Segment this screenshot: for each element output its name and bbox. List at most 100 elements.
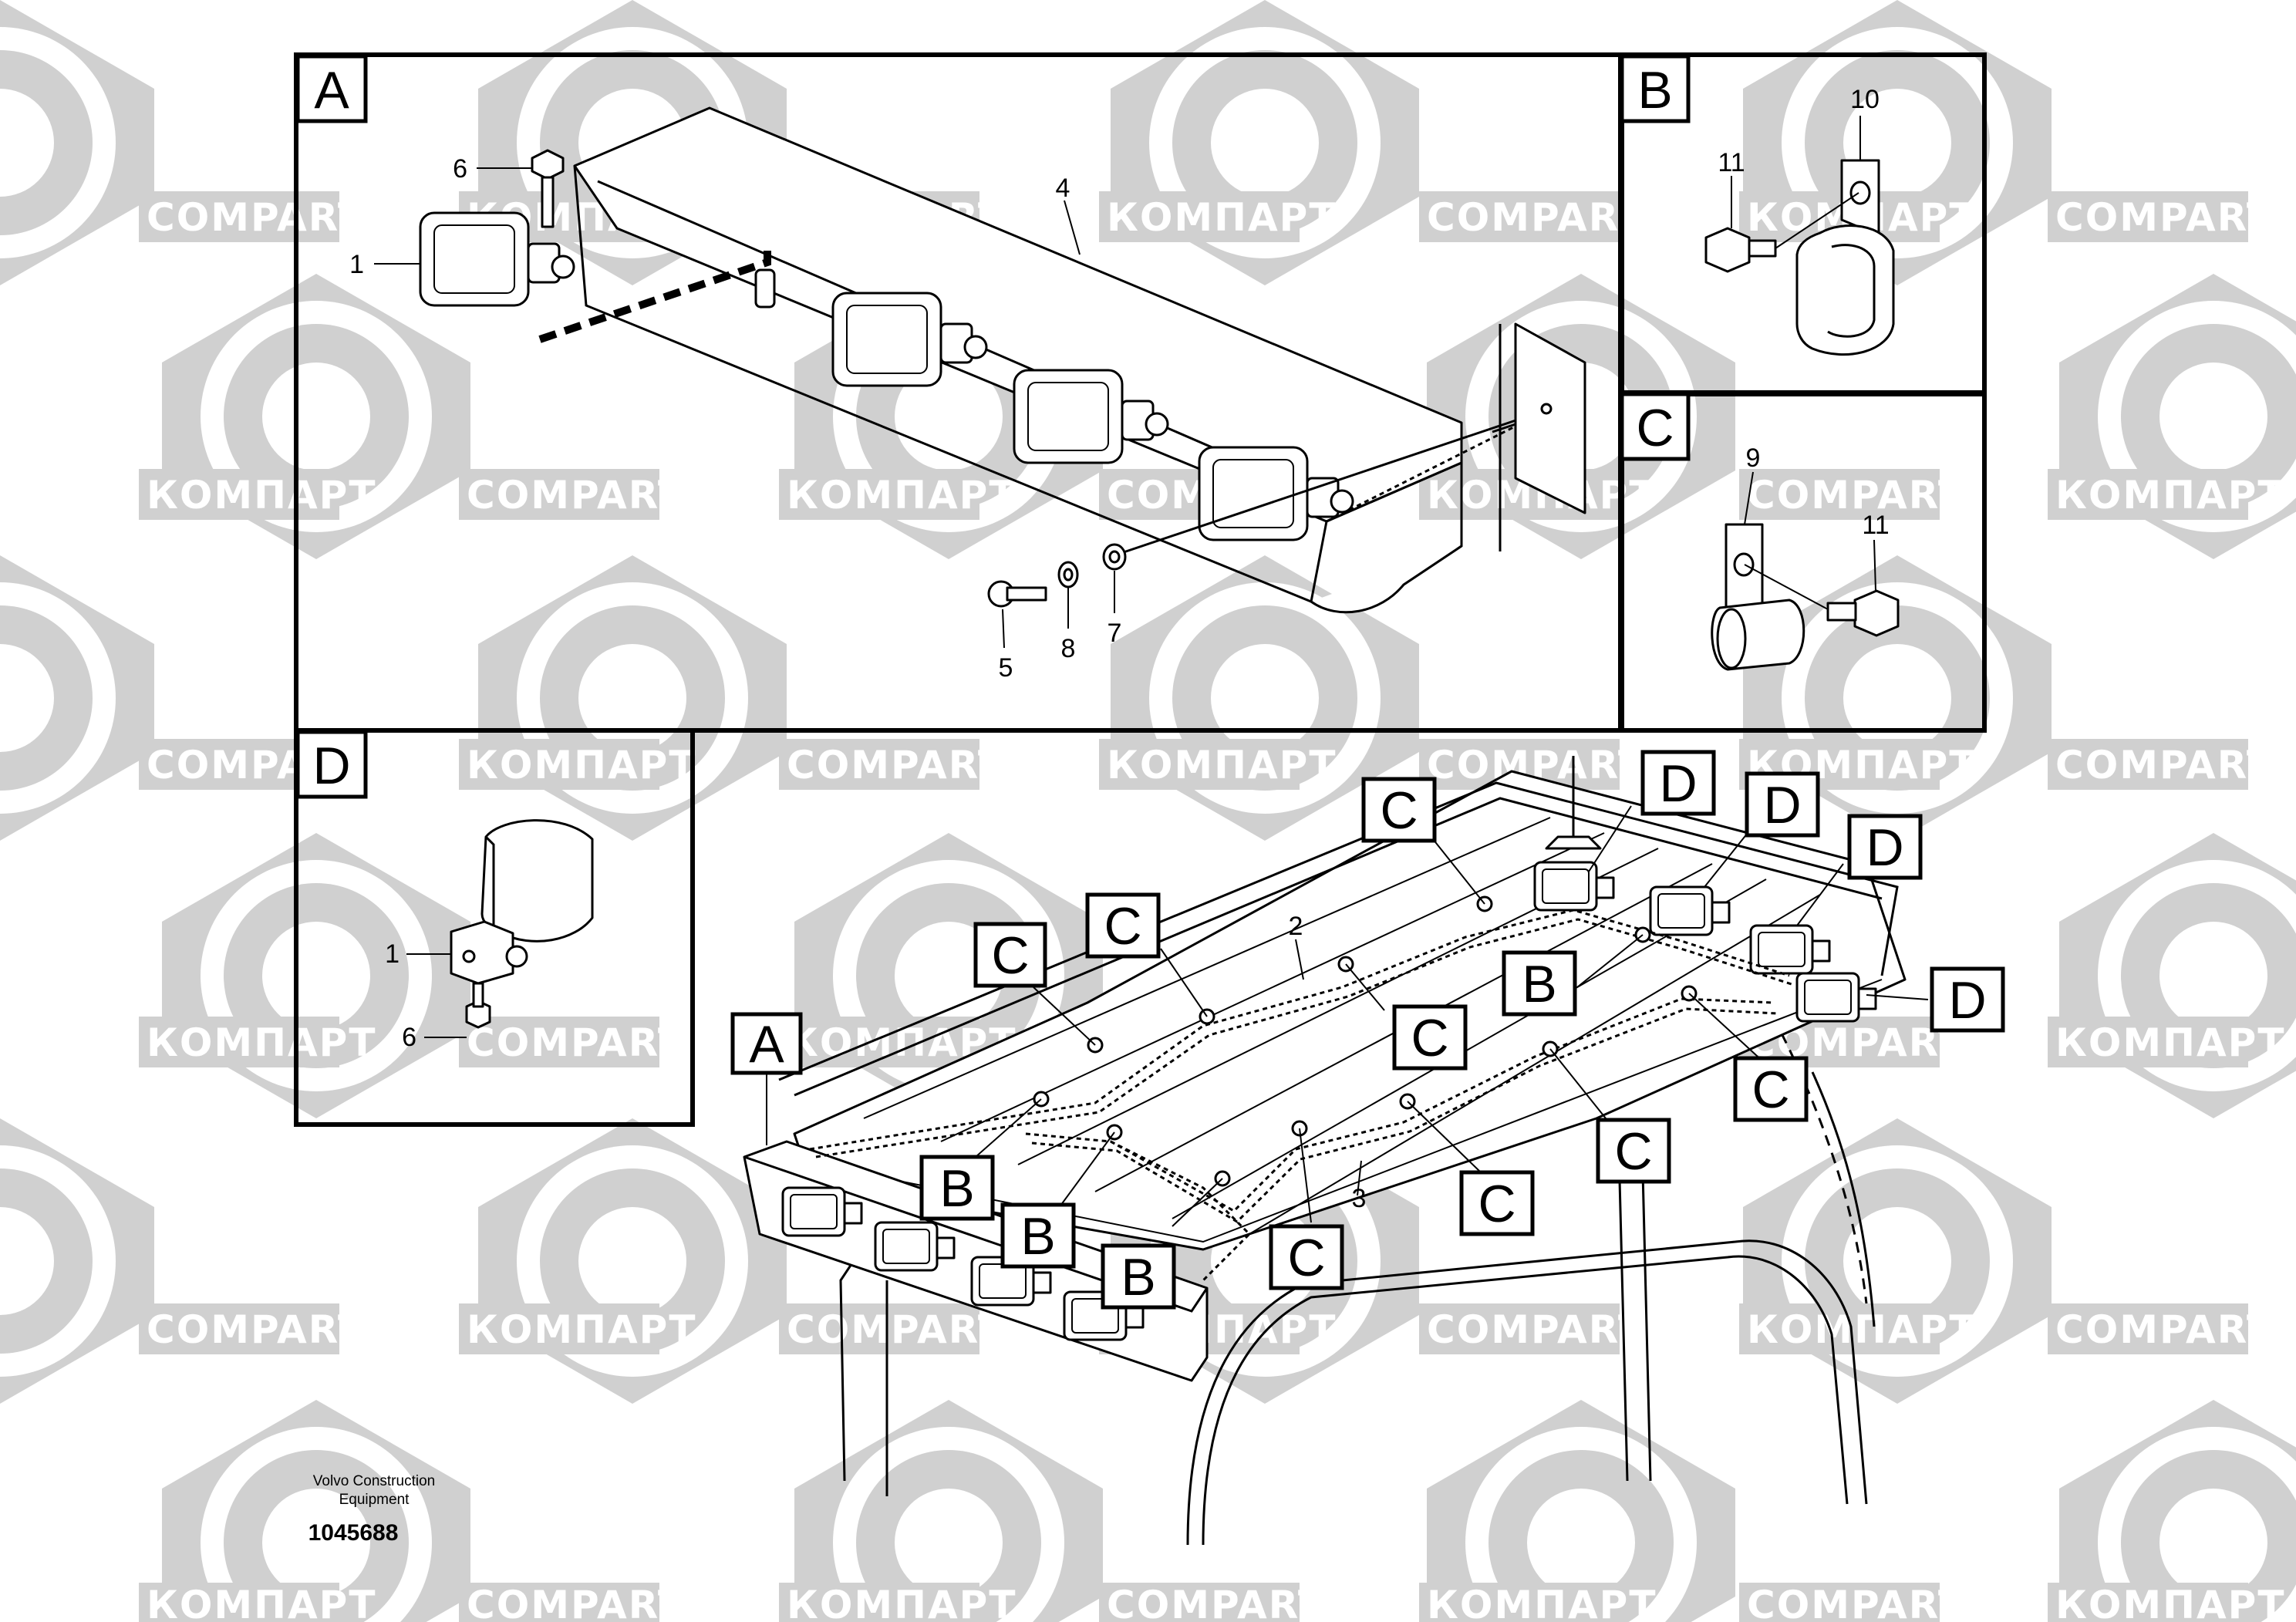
callout-9: 9 — [1746, 443, 1761, 473]
panel-b-letter: B — [1637, 61, 1672, 120]
section-tag-b: B — [1000, 1202, 1076, 1269]
svg-text:C: C — [1104, 897, 1141, 956]
panel-d-frame — [294, 728, 695, 1127]
section-tag-c: C — [1733, 1056, 1809, 1122]
svg-text:C: C — [991, 926, 1029, 985]
lamp-cable-dashed — [538, 251, 771, 343]
watermark-text: COMPART — [2055, 743, 2274, 787]
watermark-text: COMPART — [1747, 473, 1966, 518]
svg-text:B: B — [939, 1159, 974, 1218]
section-tag-d: D — [1640, 750, 1716, 816]
watermark-text: КОМПАРТ — [147, 1020, 376, 1065]
credit-line-1: Volvo Construction — [313, 1473, 435, 1489]
watermark-text: КОМПАРТ — [2055, 1020, 2285, 1065]
panel-frames — [294, 52, 1987, 1127]
panel-a-letter: A — [314, 61, 349, 120]
section-tag-b: B — [1502, 950, 1577, 1017]
section-tag-c: C — [1596, 1118, 1671, 1184]
callout-6: 6 — [453, 154, 467, 184]
panel-c-letter: C — [1636, 399, 1674, 457]
watermark-text: КОМПАРТ — [147, 473, 376, 518]
panel-d-letter: D — [312, 737, 350, 795]
callout-10: 10 — [1850, 85, 1880, 114]
main-cab-view: 2 3 — [743, 756, 1929, 1546]
callout-2: 2 — [1289, 912, 1303, 941]
watermark-text: COMPART — [1107, 1583, 1326, 1622]
callout-5: 5 — [999, 653, 1013, 683]
publisher-credit: Volvo Construction Equipment 1045688 — [308, 1473, 436, 1546]
work-lamp-d — [480, 819, 594, 943]
watermark-text: КОМПАРТ — [1107, 195, 1337, 240]
svg-text:D: D — [1866, 818, 1903, 877]
callout-1: 1 — [349, 250, 364, 279]
svg-text:C: C — [1411, 1009, 1448, 1067]
svg-text:D: D — [1763, 776, 1801, 835]
callout-7: 7 — [1108, 619, 1122, 648]
watermark-text: КОМПАРТ — [2055, 473, 2285, 518]
watermark-text: COMPART — [1747, 1583, 1966, 1622]
callout-3: 3 — [1352, 1184, 1367, 1213]
rubber-clamp — [1795, 224, 1895, 356]
section-tag-b: B — [1101, 1243, 1176, 1310]
section-tag-c: C — [1361, 777, 1437, 843]
watermark-text: КОМПАРТ — [1747, 1307, 1977, 1352]
panel-a-drawing: 1 4 5 6 7 8 — [349, 106, 1586, 683]
watermark-texts: COMPART КОМПАРТ COMPART КОМПАРТ COMPART … — [147, 195, 2285, 1622]
watermark-text: КОМПАРТ — [467, 743, 696, 787]
panel-d-drawing: 1 6 — [385, 819, 594, 1052]
callout-6-d: 6 — [402, 1023, 416, 1052]
bolt-11-c — [1853, 589, 1900, 637]
bolt-6 — [531, 149, 565, 180]
callout-11: 11 — [1862, 511, 1889, 540]
watermark-text: COMPART — [467, 473, 686, 518]
section-tags: A C C C D D D D — [730, 750, 2005, 1310]
panel-d-label: D — [295, 730, 368, 799]
section-tag-c: C — [1085, 892, 1161, 959]
watermark-text: КОМПАРТ — [1107, 743, 1337, 787]
watermark-text: COMPART — [467, 1020, 686, 1065]
watermark-text: COMPART — [147, 1307, 366, 1352]
credit-line-2: Equipment — [339, 1492, 410, 1508]
watermark-text: КОМПАРТ — [467, 1307, 696, 1352]
svg-text:B: B — [1121, 1248, 1155, 1307]
panel-b-drawing: 10 11 — [1704, 85, 1895, 356]
lamp-bracket — [450, 920, 514, 985]
bolt-11 — [1704, 227, 1751, 273]
watermark-text: КОМПАРТ — [147, 1583, 376, 1622]
watermark-text: COMPART — [1427, 195, 1646, 240]
section-tag-d: D — [1930, 966, 2005, 1033]
panel-c-drawing: 9 11 — [1711, 443, 1900, 671]
watermark-text: КОМПАРТ — [787, 473, 1017, 518]
panel-a-label: A — [295, 54, 368, 123]
svg-text:C: C — [1614, 1122, 1652, 1181]
callout-1-d: 1 — [385, 939, 400, 969]
panel-c-label: C — [1620, 392, 1691, 461]
svg-text:C: C — [1287, 1229, 1325, 1287]
harness-line — [1114, 407, 1551, 557]
watermark-text: COMPART — [787, 1307, 1006, 1352]
callout-4: 4 — [1056, 174, 1070, 203]
section-tag-c: C — [1459, 1170, 1535, 1236]
section-tag-c: C — [1392, 1004, 1468, 1071]
watermark-text: КОМПАРТ — [2055, 1583, 2285, 1622]
svg-text:C: C — [1380, 781, 1418, 840]
svg-text:A: A — [749, 1015, 784, 1074]
svg-text:C: C — [1752, 1061, 1789, 1119]
section-tag-a: A — [730, 1012, 803, 1075]
svg-text:D: D — [1659, 754, 1697, 813]
watermark-text: КОМПАРТ — [787, 1583, 1017, 1622]
watermark-text: КОМПАРТ — [1427, 1583, 1657, 1622]
watermark-text: COMPART — [147, 195, 366, 240]
document-number: 1045688 — [308, 1520, 399, 1546]
svg-text:B: B — [1020, 1207, 1055, 1266]
svg-text:D: D — [1948, 971, 1986, 1030]
panel-c-frame — [1618, 390, 1987, 733]
section-tag-d: D — [1745, 771, 1820, 838]
svg-text:C: C — [1478, 1175, 1515, 1233]
callout-11: 11 — [1718, 148, 1745, 177]
watermark-text: COMPART — [2055, 1307, 2274, 1352]
callout-8: 8 — [1061, 634, 1076, 663]
section-tag-d: D — [1847, 814, 1923, 880]
